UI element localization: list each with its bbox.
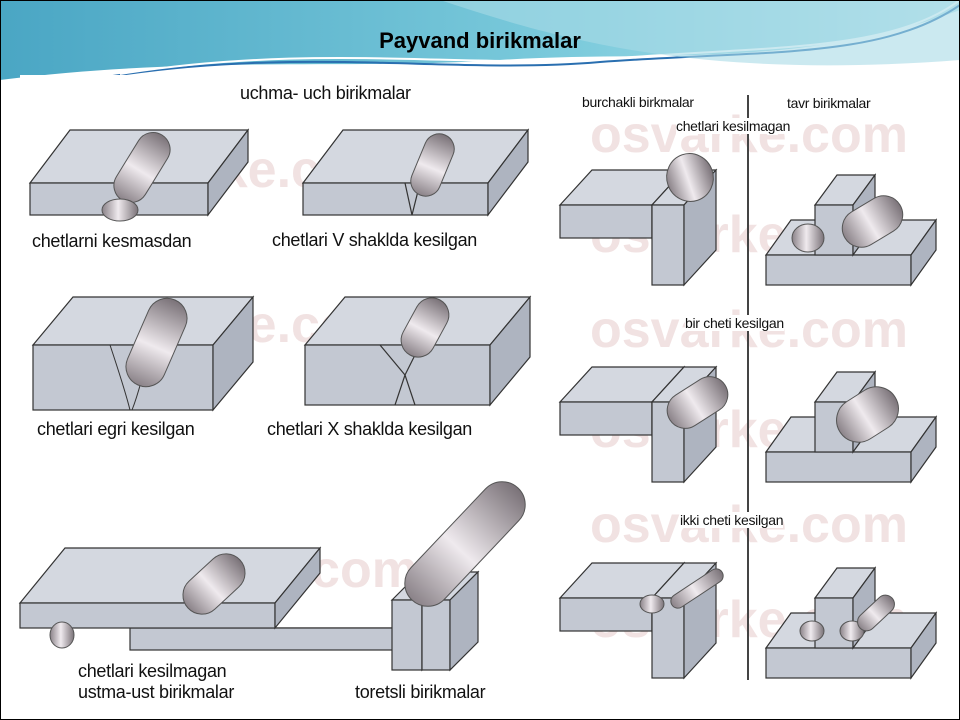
weld-bead xyxy=(857,594,895,632)
weld-bead xyxy=(404,481,526,607)
plate-front xyxy=(765,451,912,483)
plate-side xyxy=(274,546,321,630)
column-separator xyxy=(747,95,749,680)
weld-root xyxy=(49,621,75,649)
lap-label-line1: chetlari kesilmagan xyxy=(78,661,227,681)
label-no-bevel: chetlarni kesmasdan xyxy=(32,231,192,251)
plate-front xyxy=(421,599,451,671)
plate-side xyxy=(910,415,937,484)
plate-front xyxy=(651,204,685,286)
corner-joints-heading: burchakli birkmalar xyxy=(582,94,694,110)
butt-joints-heading: uchma- uch birikmalar xyxy=(240,83,411,103)
joint-line xyxy=(379,344,406,376)
weld-bead xyxy=(410,133,455,197)
plate-side xyxy=(489,295,531,407)
plate-front xyxy=(32,344,214,411)
plate-side xyxy=(910,218,937,287)
joint-line xyxy=(394,374,406,406)
joint-line xyxy=(404,182,413,216)
tee-joints-heading: tavr birikmalar xyxy=(787,95,871,111)
lap-label-line2: ustma-ust birikmalar xyxy=(78,682,235,702)
plate-front xyxy=(391,599,423,671)
row-label-double-bevel: ikki cheti kesilgan xyxy=(680,512,784,528)
plate-side xyxy=(207,128,249,217)
plate-side xyxy=(910,611,937,680)
edge-joint-label: toretsli birikmalar xyxy=(355,682,486,702)
plate-side xyxy=(449,570,479,672)
weld-bead xyxy=(670,568,724,609)
row-label-no-bevel: chetlari kesilmagan xyxy=(676,118,791,134)
plate-front xyxy=(302,182,489,216)
weld-bead xyxy=(836,386,899,443)
weld-root xyxy=(639,594,665,614)
plate-front xyxy=(559,401,653,436)
weld-root xyxy=(791,223,825,253)
slide-title: Payvand birikmalar xyxy=(379,28,581,53)
weld-root xyxy=(799,620,825,642)
plate-front xyxy=(559,597,653,632)
weld-bead xyxy=(841,195,904,248)
weld-root xyxy=(101,198,139,222)
weld-bead xyxy=(400,297,450,358)
plate-side xyxy=(212,295,254,412)
plate-front xyxy=(765,254,912,286)
plate-side xyxy=(487,128,529,217)
weld-bead xyxy=(125,297,188,388)
weld-bead xyxy=(666,376,729,429)
label-x-bevel: chetlari X shaklda kesilgan xyxy=(267,419,473,439)
joint-line xyxy=(404,374,416,406)
row-label-single-bevel: bir cheti kesilgan xyxy=(685,315,784,331)
plate-front xyxy=(19,602,276,629)
plate-front xyxy=(304,344,491,406)
label-curved-bevel: chetlari egri kesilgan xyxy=(37,419,195,439)
weld-bead xyxy=(182,553,246,615)
label-v-bevel: chetlari V shaklda kesilgan xyxy=(272,230,478,250)
weld-bead xyxy=(666,153,714,202)
